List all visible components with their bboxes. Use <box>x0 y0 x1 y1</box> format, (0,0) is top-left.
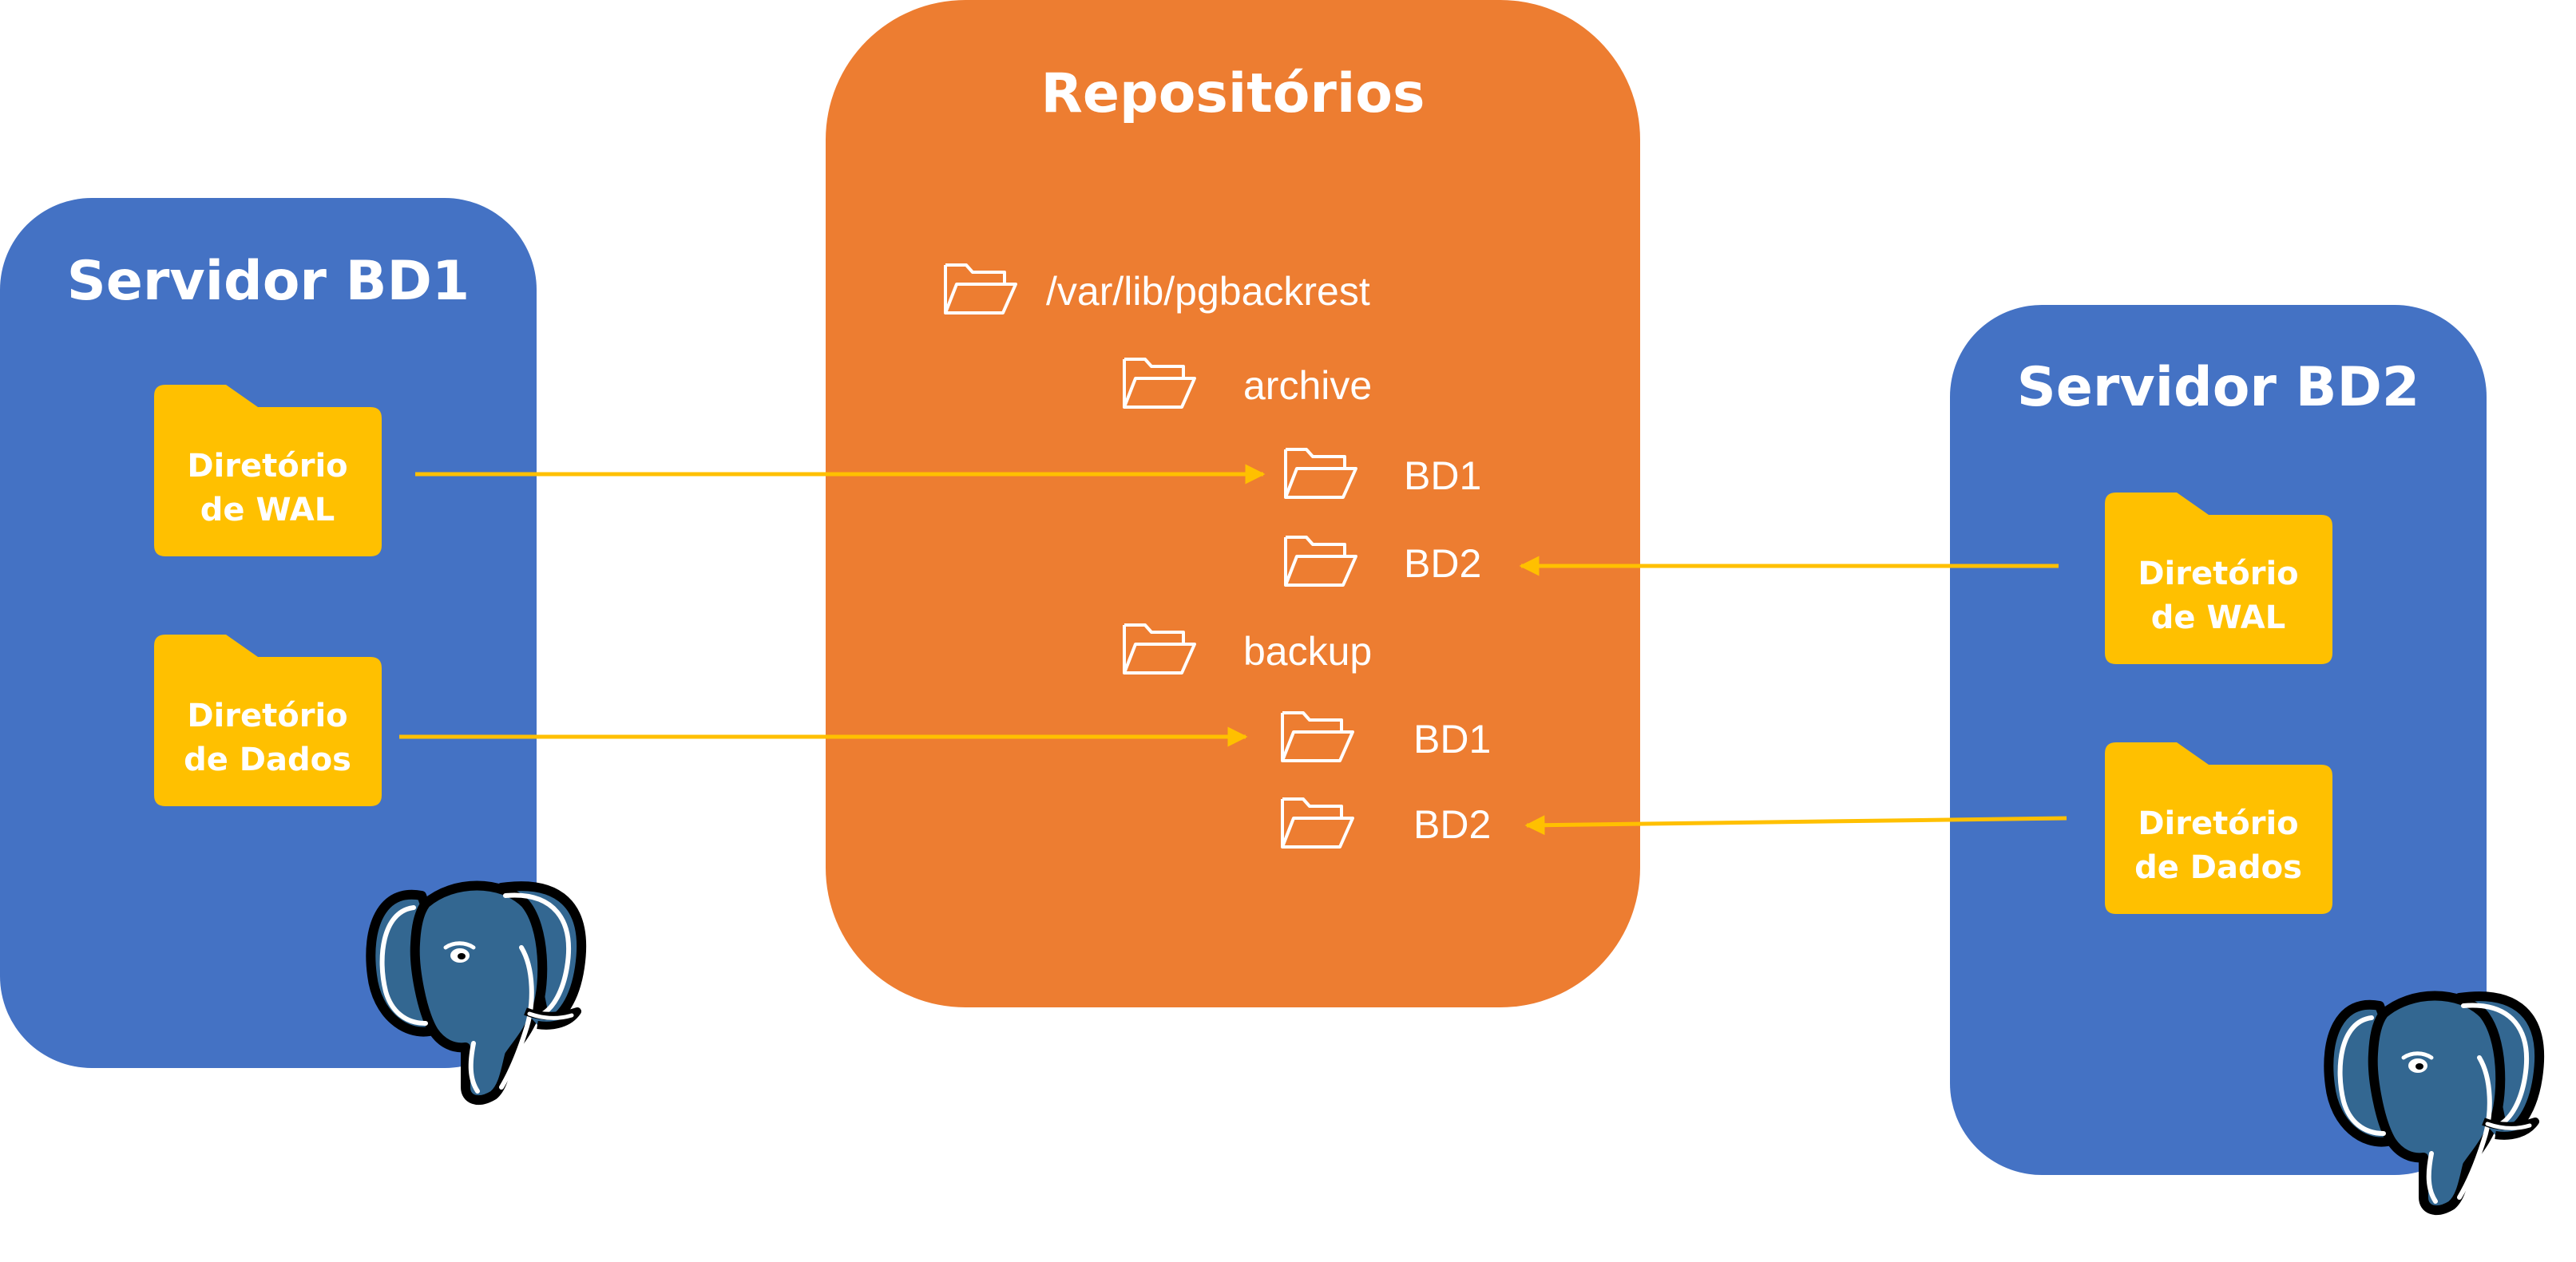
arrow-bd2-data-to-backup-bd2 <box>1524 815 2067 836</box>
server-bd1-background <box>0 198 537 1068</box>
server-bd1-data-folder-line1: Diretório <box>187 698 347 734</box>
repository-archive-bd1-label: BD1 <box>1404 453 1481 498</box>
repository-backup-bd2-label: BD2 <box>1413 802 1491 847</box>
connection-arrows <box>399 464 2067 836</box>
repository-backup-bd2-row: BD2 <box>1281 797 1491 849</box>
repository-backup-label: backup <box>1243 629 1372 674</box>
server-bd2-data-folder-line1: Diretório <box>2138 805 2298 842</box>
server-bd2-background <box>1950 305 2487 1175</box>
server-bd2-wal-folder-line2: de WAL <box>2151 599 2285 636</box>
server-bd1-wal-folder-line2: de WAL <box>200 492 335 528</box>
server-bd1-panel: Servidor BD1 Diretório de WAL Diretório … <box>0 198 581 1100</box>
repository-backup-bd1-row: BD1 <box>1281 711 1491 762</box>
repository-archive-row: archive <box>1123 358 1372 409</box>
repository-root-label: /var/lib/pgbackrest <box>1046 269 1370 314</box>
server-bd1-title: Servidor BD1 <box>67 250 470 313</box>
repository-archive-bd2-row: BD2 <box>1284 536 1481 587</box>
repository-backup-bd1-label: BD1 <box>1413 717 1491 762</box>
repository-archive-bd1-row: BD1 <box>1284 448 1481 499</box>
repository-root-row: /var/lib/pgbackrest <box>944 263 1370 315</box>
server-bd1-wal-folder: Diretório de WAL <box>154 385 382 556</box>
repository-background <box>826 0 1640 1007</box>
server-bd2-panel: Servidor BD2 Diretório de WAL Diretório … <box>1950 305 2539 1210</box>
server-bd1-data-folder-line2: de Dados <box>184 742 351 778</box>
repository-panel: Repositórios /var/lib/pgbackrest archive… <box>826 0 1640 1007</box>
server-bd2-data-folder-line2: de Dados <box>2134 849 2302 886</box>
server-bd2-title: Servidor BD2 <box>2017 356 2419 419</box>
postgresql-elephant-icon <box>2328 996 2539 1211</box>
server-bd2-wal-folder-line1: Diretório <box>2138 556 2298 592</box>
server-bd2-wal-folder: Diretório de WAL <box>2105 493 2332 664</box>
repository-title: Repositórios <box>1041 62 1425 125</box>
repository-archive-bd2-label: BD2 <box>1404 541 1481 586</box>
server-bd2-data-folder: Diretório de Dados <box>2105 742 2332 914</box>
repository-archive-label: archive <box>1243 363 1372 408</box>
server-bd1-data-folder: Diretório de Dados <box>154 635 382 806</box>
server-bd1-wal-folder-line1: Diretório <box>187 448 347 485</box>
repository-backup-row: backup <box>1123 623 1372 675</box>
